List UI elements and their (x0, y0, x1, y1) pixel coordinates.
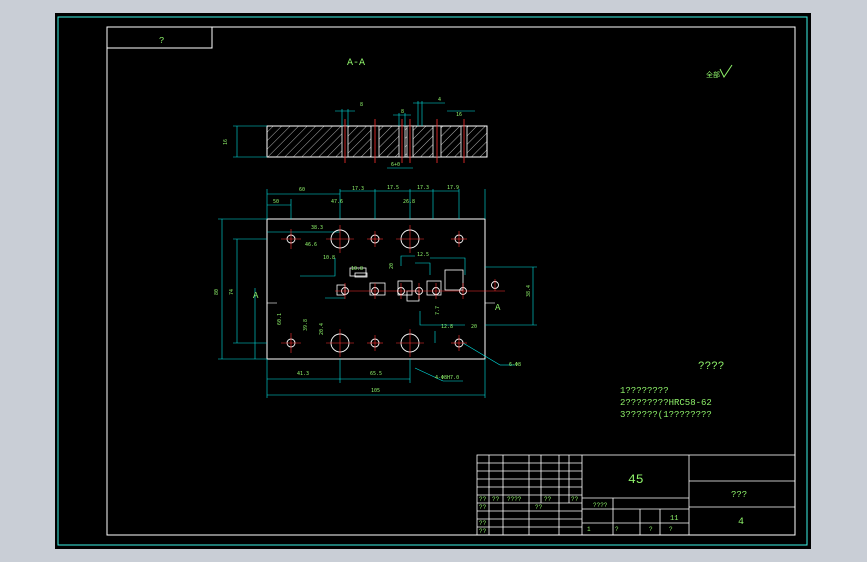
dim-left-1: 74 (229, 289, 235, 295)
corner-tag-box (106, 26, 213, 49)
roughness-note: 全部 (706, 70, 720, 80)
title-cell-1: ?? (492, 496, 500, 503)
dim-top-3: 17.3 (417, 185, 429, 191)
dim-top-7: 50 (273, 199, 279, 205)
dim-inner-6: 20 (471, 324, 477, 330)
dim-top-1: 17.3 (352, 186, 364, 192)
tech-note-2: 2????????HRC58-62 (620, 398, 712, 408)
dim-right: 38.4 (526, 285, 532, 297)
dim-inner-1: 10.8 (351, 266, 363, 272)
title-cell-7: ?? (479, 520, 487, 527)
title-block: 45 ??? 4 11 ?? ?? ???? ?? ?? ?? ?? ?? ??… (476, 454, 796, 536)
corner-tag: ? (159, 36, 164, 46)
dim-section-4: 6+0 (391, 162, 400, 168)
title-cell-13: ? (669, 526, 673, 533)
section-label: A-A (347, 58, 365, 69)
dim-top-8: 38.3 (311, 225, 323, 231)
dim-top-9: 46.6 (305, 242, 317, 248)
title-cell-0: ?? (479, 496, 487, 503)
outer-frame (57, 16, 808, 546)
tech-req-title: ???? (698, 361, 724, 373)
sheet-number: 4 (738, 517, 744, 528)
plate-outline (266, 218, 486, 360)
dim-section-2: 4 (438, 97, 441, 103)
title-cell-6: ?? (535, 504, 543, 511)
roughness-symbol: 全部 (706, 64, 733, 80)
dim-inner-0: 10.8 (323, 255, 335, 261)
dim-section-0: 8 (360, 102, 363, 108)
dim-section-1: 8 (401, 109, 404, 115)
title-cell-8: ?? (479, 528, 487, 535)
dim-inner-3: 20 (389, 263, 395, 269)
dim-left-0: 80 (214, 289, 220, 295)
callout-holes: 4-Φ8H7.0 (435, 375, 459, 381)
title-cell-11: ? (615, 526, 619, 533)
view-marker-right: A (495, 303, 501, 313)
dim-bottom-0: 41.3 (297, 371, 309, 377)
cad-viewport[interactable]: ? A-A 8 8 4 16 6+0 16 (55, 13, 811, 549)
dim-top-4: 17.9 (447, 185, 459, 191)
dim-top-6: 26.8 (403, 199, 415, 205)
title-cell-10: 1 (587, 526, 591, 533)
title-cell-2: ???? (507, 496, 522, 503)
dim-top-2: 17.5 (387, 185, 399, 191)
dim-left-4: 20.4 (319, 323, 325, 335)
title-cell-12: ? (649, 526, 653, 533)
title-cell-5: ?? (479, 504, 487, 511)
dim-bottom-1: 65.5 (370, 371, 382, 377)
tech-note-3: 3??????(1???????? (620, 410, 712, 420)
dim-inner-2: 12.5 (417, 252, 429, 258)
view-marker-left: A (253, 291, 259, 301)
section-view: 8 8 4 16 6+0 16 (223, 97, 488, 169)
callout-pins: 6-Φ8 (509, 362, 521, 368)
material: 45 (628, 472, 644, 487)
title-cell-4: ?? (571, 496, 579, 503)
top-view: A A 60 17.3 17.5 17.3 17.9 47.6 26.8 50 … (214, 185, 537, 398)
tech-requirements: ???? 1???????? 2????????HRC58-62 3??????… (620, 361, 724, 420)
drawing-canvas[interactable]: ? A-A 8 8 4 16 6+0 16 (55, 13, 811, 549)
dim-top-5: 47.6 (331, 199, 343, 205)
title-cell-3: ?? (544, 496, 552, 503)
title-cell-9: ???? (593, 502, 608, 509)
inner-frame (106, 26, 796, 536)
dim-inner-5: 12.8 (441, 324, 453, 330)
dim-left-3: 39.8 (303, 319, 309, 331)
dim-section-5: 16 (456, 112, 462, 118)
part-name: ??? (731, 490, 747, 500)
dim-left-2: 60.1 (277, 313, 283, 325)
dim-inner-4: 7.7 (435, 306, 441, 315)
scale-cell: 11 (670, 515, 678, 523)
tech-note-1: 1???????? (620, 386, 669, 396)
dim-section-3: 16 (223, 139, 229, 145)
dim-bottom-2: 105 (371, 388, 380, 394)
dim-top-0: 60 (299, 187, 305, 193)
